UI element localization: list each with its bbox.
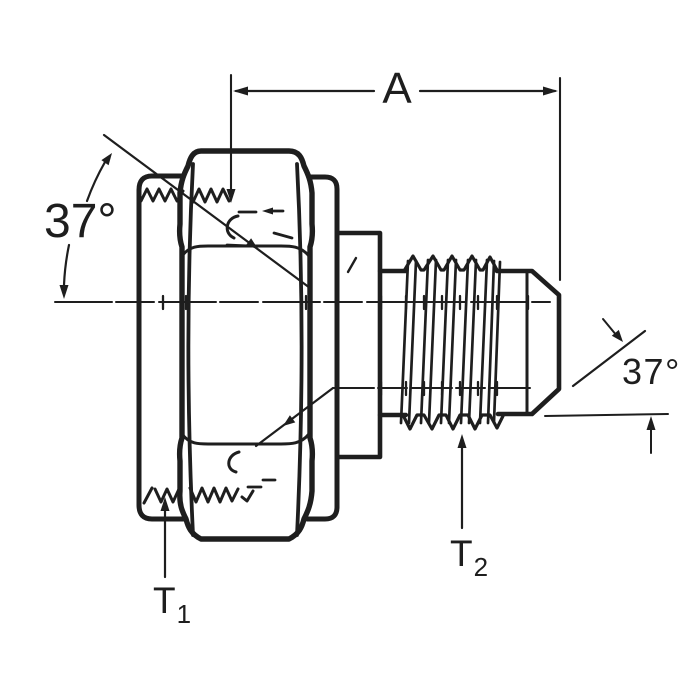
nose-angle-line: [571, 329, 647, 388]
t2-arrowhead-up: [457, 434, 467, 448]
male-thread-crests-bottom: [401, 413, 505, 431]
male-nose-cone: [494, 268, 562, 417]
fitting-body: [136, 148, 562, 542]
hidden-dash-arrowhead: [262, 207, 273, 215]
t2-label-subscript: 2: [474, 552, 488, 582]
thread-callout-t2: T2: [450, 434, 488, 582]
t2-label-base: T: [450, 533, 473, 574]
flare-seat-curl-bottom: [227, 450, 241, 474]
female-end-cylinder: [136, 173, 189, 522]
bore-line-ticks-upper: [138, 294, 530, 311]
wrench-step-section: [335, 230, 383, 460]
angle-arc-arrow-bottom: [59, 285, 69, 299]
flare-seat-arrow-lower: [283, 415, 296, 426]
left-angle-label: 37°: [44, 195, 117, 248]
dim-arrow-right: [543, 86, 558, 96]
flare-seat-line-lower: [254, 386, 335, 448]
angle-arc-arrow-top: [101, 153, 112, 166]
male-thread-flank-lines: [399, 258, 502, 425]
internal-thread-detail: [139, 187, 294, 505]
t1-label-base: T: [153, 580, 176, 621]
hidden-line-dashes: [225, 209, 294, 489]
dimension-a: A: [226, 64, 562, 282]
dim-arrow-left: [233, 86, 248, 96]
female-thread-zigzag-top-left: [139, 187, 185, 203]
t1-arrowhead-up: [160, 497, 170, 511]
nose-angle-arrowhead: [611, 329, 623, 342]
flare-seat-line-upper: [102, 133, 312, 290]
t2-label: T2: [450, 533, 488, 582]
step-runout-tick: [346, 256, 358, 274]
male-thread-crests-top: [402, 254, 499, 273]
t1-label-subscript: 1: [177, 599, 191, 629]
right-flare-angle-callout: 37°: [544, 318, 681, 454]
female-thread-zigzag-bottom: [142, 486, 255, 505]
nose-angle-reference-line: [544, 413, 669, 417]
bore-lines: [54, 294, 551, 397]
extension-lines: [229, 73, 562, 282]
t1-label: T1: [153, 580, 191, 629]
female-thread-zigzag-top-right: [191, 187, 231, 204]
dimension-a-label: A: [382, 64, 412, 113]
right-angle-label: 37°: [622, 351, 681, 392]
bore-line-ticks-lower: [336, 380, 499, 397]
hex-nut-outline: [176, 148, 316, 542]
hex-corner-lines: [186, 162, 304, 537]
thread-callout-t1: T1: [153, 497, 191, 629]
flange-cylinder: [304, 174, 340, 522]
extension-arrow-down: [226, 189, 236, 203]
flare-seat-arrow-upper: [245, 238, 258, 249]
nose-angle-leader-stub: [602, 318, 618, 337]
left-flare-angle-callout: 37°: [44, 133, 335, 448]
reference-arrowhead-up: [646, 416, 656, 430]
